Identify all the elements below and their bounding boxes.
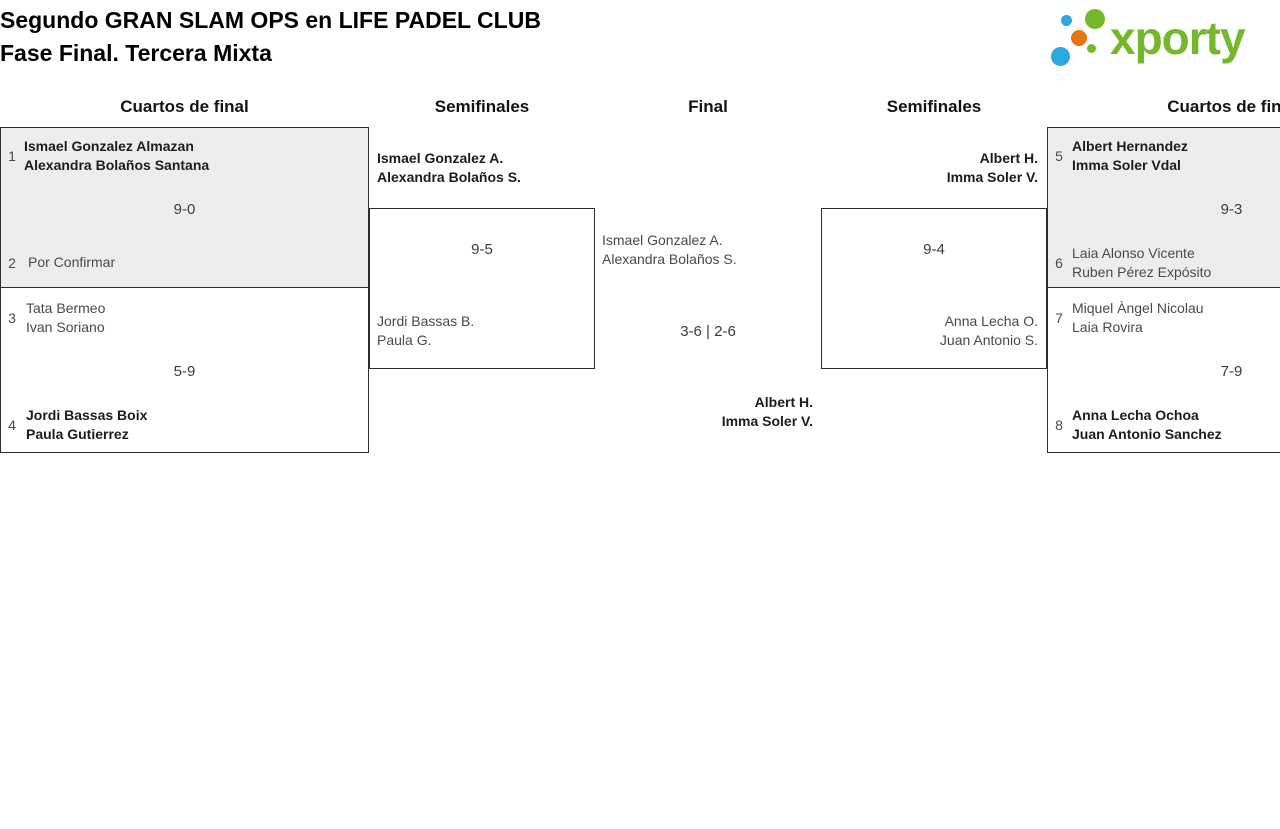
player-name: Alexandra Bolaños Santana: [24, 157, 210, 173]
player-name: Albert H.: [754, 394, 813, 410]
seed-number-5: 5: [1055, 148, 1063, 164]
seed-number-8: 8: [1055, 417, 1063, 433]
player-name: Ismael Gonzalez A.: [377, 150, 504, 166]
player-name: Imma Soler V.: [721, 413, 813, 429]
player-name: Juan Antonio Sanchez: [1072, 426, 1222, 442]
round-header-sf-left: Semifinales: [434, 97, 530, 116]
player-name: Paula G.: [377, 332, 432, 348]
team-sf-right-winner: Albert H. Imma Soler V.: [947, 149, 1038, 187]
player-name: Albert Hernandez: [1072, 138, 1188, 154]
seed-number-4: 4: [8, 417, 16, 433]
team-qf1-bottom: Por Confirmar: [28, 253, 115, 272]
player-name: Tata Bermeo: [26, 300, 106, 316]
logo-dot-green-small: [1087, 44, 1096, 53]
match-box-qf-m2[interactable]: [0, 287, 369, 453]
player-name: Paula Gutierrez: [26, 426, 129, 442]
player-name: Ismael Gonzalez Almazan: [24, 138, 194, 154]
team-sf-left-winner: Ismael Gonzalez A. Alexandra Bolaños S.: [377, 149, 521, 187]
match-box-qf-m3[interactable]: [1047, 127, 1280, 288]
round-header-sf-right: Semifinales: [886, 97, 982, 116]
player-name: Ruben Pérez Expósito: [1072, 264, 1212, 280]
score-qf-m3: 9-3: [1220, 201, 1243, 218]
player-name: Imma Soler Vdal: [1072, 157, 1181, 173]
match-box-sf-left[interactable]: [369, 208, 595, 369]
player-name: Laia Rovira: [1072, 319, 1143, 335]
team-qf4-top: Miquel Àngel Nicolau Laia Rovira: [1072, 299, 1204, 337]
team-qf2-bottom: Jordi Bassas Boix Paula Gutierrez: [26, 406, 147, 444]
logo-dot-blue-small: [1061, 15, 1072, 26]
score-qf-m4: 7-9: [1220, 363, 1243, 380]
logo-wordmark: xporty: [1110, 12, 1246, 64]
seed-number-6: 6: [1055, 255, 1063, 271]
team-sf-left-loser: Jordi Bassas B. Paula G.: [377, 312, 474, 350]
title-line-2: Fase Final. Tercera Mixta: [0, 40, 272, 66]
logo-dot-orange: [1071, 30, 1087, 46]
seed-number-1: 1: [8, 148, 16, 164]
player-name: Albert H.: [979, 150, 1038, 166]
score-sf-left: 9-5: [471, 241, 493, 258]
team-qf3-top: Albert Hernandez Imma Soler Vdal: [1072, 137, 1188, 175]
player-name: Anna Lecha Ochoa: [1072, 407, 1199, 423]
player-name: Ivan Soriano: [26, 319, 105, 335]
player-name: Alexandra Bolaños S.: [377, 169, 521, 185]
match-box-sf-right[interactable]: [821, 208, 1047, 369]
score-qf-m2: 5-9: [173, 363, 196, 380]
team-sf-right-loser: Anna Lecha O. Juan Antonio S.: [940, 312, 1038, 350]
player-name: Alexandra Bolaños S.: [602, 251, 737, 267]
seed-number-7: 7: [1055, 310, 1063, 326]
player-name: Imma Soler V.: [946, 169, 1038, 185]
team-qf2-top: Tata Bermeo Ivan Soriano: [26, 299, 105, 337]
player-name: Jordi Bassas B.: [377, 313, 475, 329]
team-final-winner: Albert H. Imma Soler V.: [722, 393, 813, 431]
round-header-qf-left: Cuartos de final: [120, 97, 249, 116]
seed-number-3: 3: [8, 310, 16, 326]
player-name: Por Confirmar: [28, 254, 116, 270]
logo-dot-blue-large: [1051, 47, 1070, 66]
round-header-final: Final: [688, 97, 728, 116]
team-qf4-bottom: Anna Lecha Ochoa Juan Antonio Sanchez: [1072, 406, 1222, 444]
seed-number-2: 2: [8, 254, 16, 271]
score-sf-right: 9-4: [923, 241, 945, 258]
team-qf1-top: Ismael Gonzalez Almazan Alexandra Bolaño…: [24, 137, 209, 175]
score-final: 3-6 | 2-6: [680, 323, 736, 340]
player-name: Juan Antonio S.: [939, 332, 1038, 348]
match-box-qf-m4[interactable]: [1047, 287, 1280, 453]
team-qf3-bottom: Laia Alonso Vicente Ruben Pérez Expósito: [1072, 244, 1211, 282]
title-line-1: Segundo GRAN SLAM OPS en LIFE PADEL CLUB: [0, 7, 541, 33]
page-title: Segundo GRAN SLAM OPS en LIFE PADEL CLUB…: [0, 4, 541, 70]
score-qf-m1: 9-0: [173, 201, 196, 218]
player-name: Jordi Bassas Boix: [26, 407, 148, 423]
player-name: Anna Lecha O.: [944, 313, 1038, 329]
player-name: Laia Alonso Vicente: [1072, 245, 1195, 261]
player-name: Ismael Gonzalez A.: [602, 232, 723, 248]
round-header-qf-right: Cuartos de final: [1167, 97, 1280, 116]
team-final-left: Ismael Gonzalez A. Alexandra Bolaños S.: [602, 231, 737, 269]
logo-dot-green-large: [1085, 9, 1105, 29]
player-name: Miquel Àngel Nicolau: [1072, 300, 1204, 316]
